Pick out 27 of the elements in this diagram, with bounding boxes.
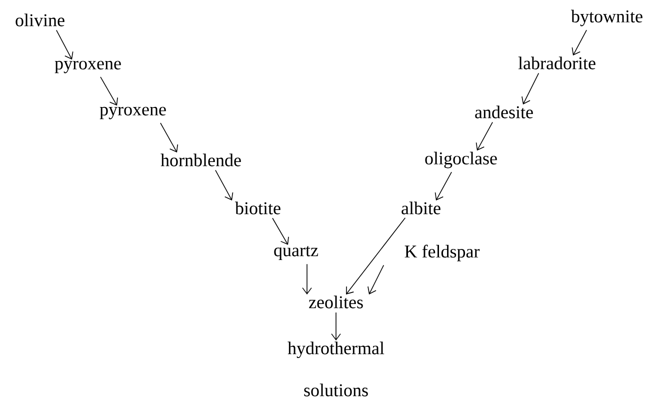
arrow [572,30,587,56]
mineral-label: pyroxene [100,106,166,120]
arrow [434,172,452,200]
arrow [56,30,74,60]
mineral-label: oligoclase [425,152,497,168]
mineral-label: zeolites [309,296,363,308]
arrow [160,122,178,152]
arrow [215,170,234,200]
mineral-label: quartz [274,246,318,260]
arrow [100,76,118,106]
arrow [368,264,384,294]
arrow [272,218,289,245]
mineral-label: hydrothermal solutions [288,342,384,396]
mineral-label: labradorite [518,56,596,70]
mineral-label: hornblende [160,154,241,166]
arrow [331,312,341,340]
mineral-label: olivine [16,14,64,26]
mineral-label: K feldspar [404,244,480,262]
mineral-label: bytownite [571,10,642,26]
arrow [346,218,406,294]
mineral-label: pyroxene [54,60,121,74]
arrow [476,122,493,151]
mineral-label: andesite [475,106,533,118]
mineral-label: albite [402,202,440,214]
mineral-label: biotite [235,202,280,214]
arrow [522,72,540,104]
arrow [302,264,312,294]
